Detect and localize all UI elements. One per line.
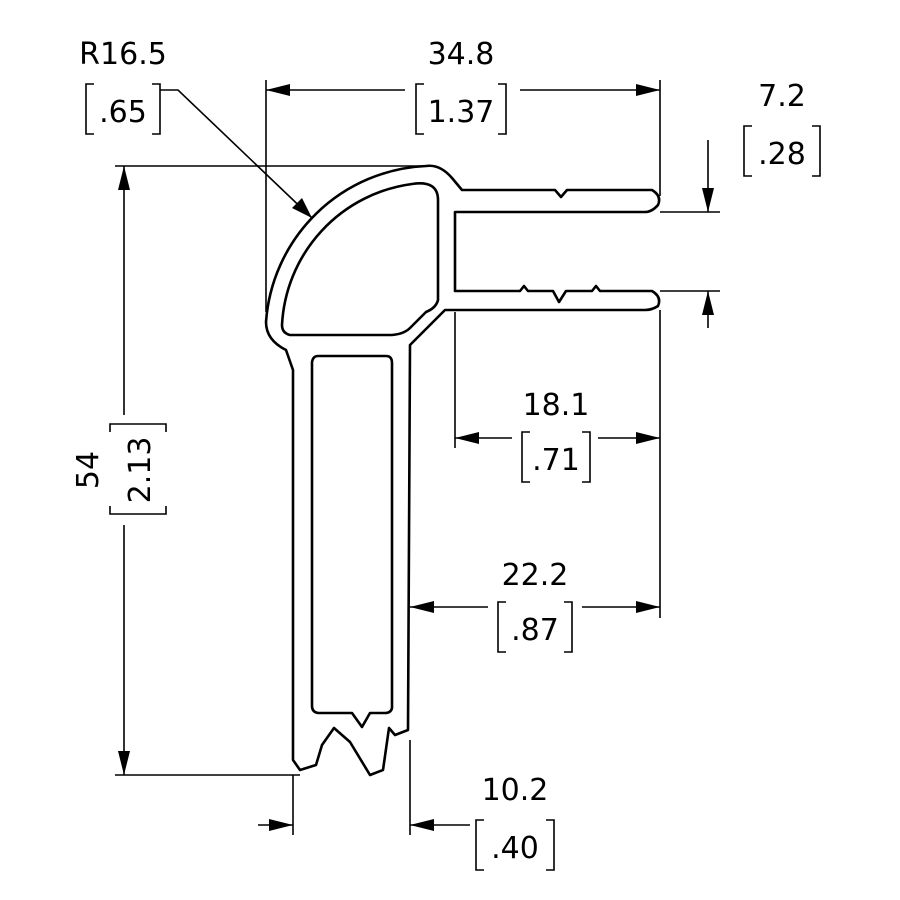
- slot-depth-mm-label: 18.1: [523, 388, 590, 423]
- profile-leg-chamber: [310, 354, 394, 729]
- radius-inch-label: .65: [99, 95, 147, 130]
- height-mm-label: 54: [71, 451, 106, 489]
- extension-lines: [115, 80, 720, 835]
- slot-depth-inch-label: .71: [532, 443, 580, 478]
- flange-gap-inch-label: .28: [758, 137, 806, 172]
- inch-brackets: [85, 83, 821, 871]
- radius-mm-label: R16.5: [79, 37, 167, 72]
- flange-gap-mm-label: 7.2: [758, 79, 806, 114]
- height-inch-label: 2.13: [123, 437, 158, 504]
- leg-width-mm-label: 10.2: [482, 773, 549, 808]
- width-inch-label: 1.37: [428, 95, 495, 130]
- leg-width-inch-label: .40: [491, 831, 539, 866]
- width-mm-label: 34.8: [428, 37, 495, 72]
- extrusion-profile: [264, 164, 661, 777]
- profile-upper-chamber: [280, 182, 440, 337]
- dimension-lines: [118, 84, 714, 831]
- leg-offset-inch-label: .87: [511, 613, 559, 648]
- dimension-labels: R16.5 .65 34.8 1.37 7.2 .28 54 2.13 18.1…: [71, 37, 806, 866]
- leg-offset-mm-label: 22.2: [502, 558, 569, 593]
- profile-outer-contour: [264, 164, 661, 777]
